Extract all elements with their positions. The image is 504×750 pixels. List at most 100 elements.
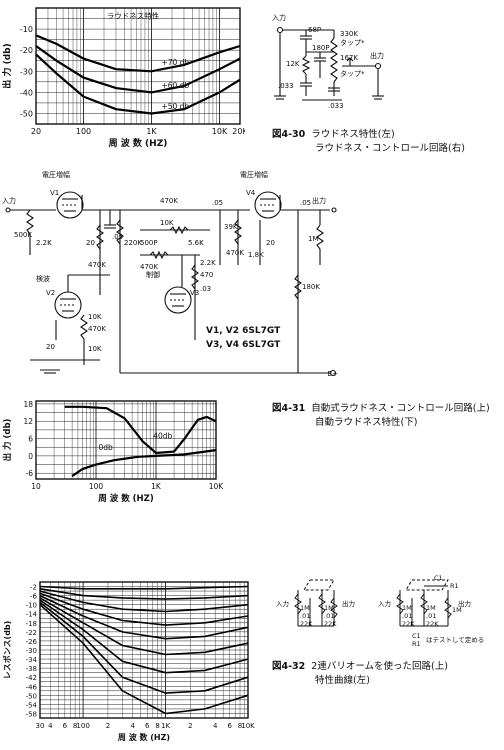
y-tick-label: -26: [26, 638, 38, 646]
series-line: [39, 601, 249, 694]
circuit32-label: .01: [324, 612, 334, 620]
circuit31-label: 470K: [88, 261, 106, 269]
y-tick-label: -10: [26, 602, 37, 610]
circuit31-label: 2.2K: [36, 239, 52, 247]
circuit32-label: 22K: [426, 620, 439, 628]
x-tick-label: 4: [48, 722, 53, 730]
loudness-chart: -10-20-30-40-50201001K10K20K周 波 数 (HZ)出 …: [1, 7, 245, 149]
circuit31-label: 入力: [2, 196, 16, 205]
x-tick-label: 20: [31, 127, 41, 136]
series-line: [35, 45, 241, 94]
circuit31-label: .05: [212, 199, 223, 207]
y-tick-label: -38: [26, 665, 37, 673]
y-axis-label: 出 力 (db): [2, 418, 13, 461]
series-line: [39, 604, 249, 715]
x-tick-label: 1K: [161, 722, 170, 730]
circuit31-label: 1.8K: [248, 251, 264, 259]
y-tick-label: 18: [23, 400, 33, 409]
circuit32-label: はテストして定める: [426, 635, 484, 644]
circuit32-label: 出力: [458, 599, 471, 608]
y-tick-label: -54: [26, 701, 38, 709]
circuit31-label: V3: [190, 289, 199, 297]
y-tick-label: -58: [26, 710, 37, 718]
chart-annotation: 40db: [153, 432, 172, 441]
x-tick-label: 6: [63, 722, 68, 730]
y-axis-label: レスポンス(db): [2, 621, 12, 680]
circuit32-label: 1M: [300, 604, 310, 612]
x-tick-label: 10: [31, 482, 41, 491]
series-line: [35, 53, 241, 115]
y-tick-label: -30: [20, 67, 33, 76]
dual-pot-circuits: 入力 出力 1M .01 22K 1M .01 22K 入力 出力 C1 R1 …: [276, 574, 484, 648]
y-tick-label: -18: [26, 620, 37, 628]
circuit32-label: 入力: [378, 599, 391, 608]
circuit30-label: 12K: [286, 60, 300, 68]
chart-annotation: ラウドネス特性: [107, 11, 160, 21]
y-tick-label: 12: [23, 417, 33, 426]
series-line: [71, 449, 217, 478]
x-tick-label: 100: [89, 482, 104, 491]
x-tick-label: 100: [76, 722, 89, 730]
circuit30-label: 167K: [340, 54, 358, 62]
circuit31-label: 10K: [88, 345, 102, 353]
circuit31-label: .03: [200, 285, 211, 293]
auto-loudness-circuit: 電圧増幅 電圧増幅 V1 V4 V2 V3 入力 出力 500K 2.2K 20…: [2, 170, 338, 378]
circuit32-label: .01: [402, 612, 412, 620]
chart-annotation: 0db: [98, 443, 113, 452]
circuit31-label: 出力: [312, 196, 326, 205]
circuit31-label: B+: [327, 370, 338, 378]
circuit31-label: 10K: [88, 313, 102, 321]
caption-line: 2連バリオームを使った回路(上): [311, 661, 448, 672]
y-tick-label: -42: [26, 674, 37, 682]
circuit31-label: 20: [46, 343, 55, 351]
circuit32-label: R1: [412, 640, 421, 648]
circuit31-label: 1M: [308, 235, 319, 243]
series-line: [39, 594, 249, 640]
x-axis-label: 周 波 数 (HZ): [118, 732, 170, 742]
circuit32-label: .01: [300, 612, 310, 620]
loudness-control-circuit: 入力 68P 330K タップ* 12K 180P 167K タップ* 出力 .…: [272, 13, 384, 110]
y-tick-label: -22: [26, 629, 37, 637]
circuit30-label: タップ*: [340, 69, 365, 78]
circuit30-label: 68P: [308, 26, 321, 34]
circuit31-label: 470: [200, 271, 213, 279]
circuit31-label: V4: [246, 189, 256, 197]
y-tick-label: -40: [20, 88, 33, 97]
plot-frame: [35, 400, 217, 480]
circuit31-label: 470K: [88, 325, 106, 333]
circuit32-label: 1M: [426, 604, 436, 612]
caption-line: 特性曲線(左): [315, 675, 370, 686]
y-tick-label: -30: [26, 647, 37, 655]
circuit30-label: タップ*: [340, 38, 365, 47]
circuit31-label: 470K: [160, 197, 178, 205]
caption-line: 自動ラウドネス特性(下): [315, 417, 418, 428]
series-line: [35, 34, 241, 73]
y-tick-label: -6: [26, 469, 34, 478]
x-tick-label: 6: [145, 722, 150, 730]
x-tick-label: 4: [213, 722, 218, 730]
y-axis-label: 出 力 (db): [1, 43, 13, 88]
circuit31-label: 2.2K: [200, 259, 216, 267]
series-line: [39, 599, 249, 674]
circuit31-label: V1: [50, 189, 59, 197]
x-tick-label: 10K: [241, 722, 255, 730]
circuit31-label: V2: [46, 289, 55, 297]
x-axis-label: 周 波 数 (HZ): [109, 137, 168, 149]
circuit30-label: .033: [278, 82, 294, 90]
y-tick-label: -50: [20, 109, 33, 118]
x-tick-label: 2: [188, 722, 192, 730]
circuit31-label: 電圧増幅: [42, 170, 70, 179]
series-line: [64, 405, 217, 455]
y-tick-label: -2: [30, 584, 37, 592]
grid: [39, 581, 249, 719]
circuit31-label: .05: [300, 199, 311, 207]
x-tick-label: 2: [106, 722, 110, 730]
caption-line: ラウドネス・コントロール回路(右): [315, 143, 465, 154]
x-tick-label: 1K: [146, 127, 157, 136]
circuit30-label: 330K: [340, 30, 358, 38]
x-tick-label: 20K: [232, 127, 245, 136]
circuit30-label: 入力: [272, 13, 286, 22]
series-line: [39, 592, 249, 626]
circuit31-label: 20: [86, 239, 95, 247]
